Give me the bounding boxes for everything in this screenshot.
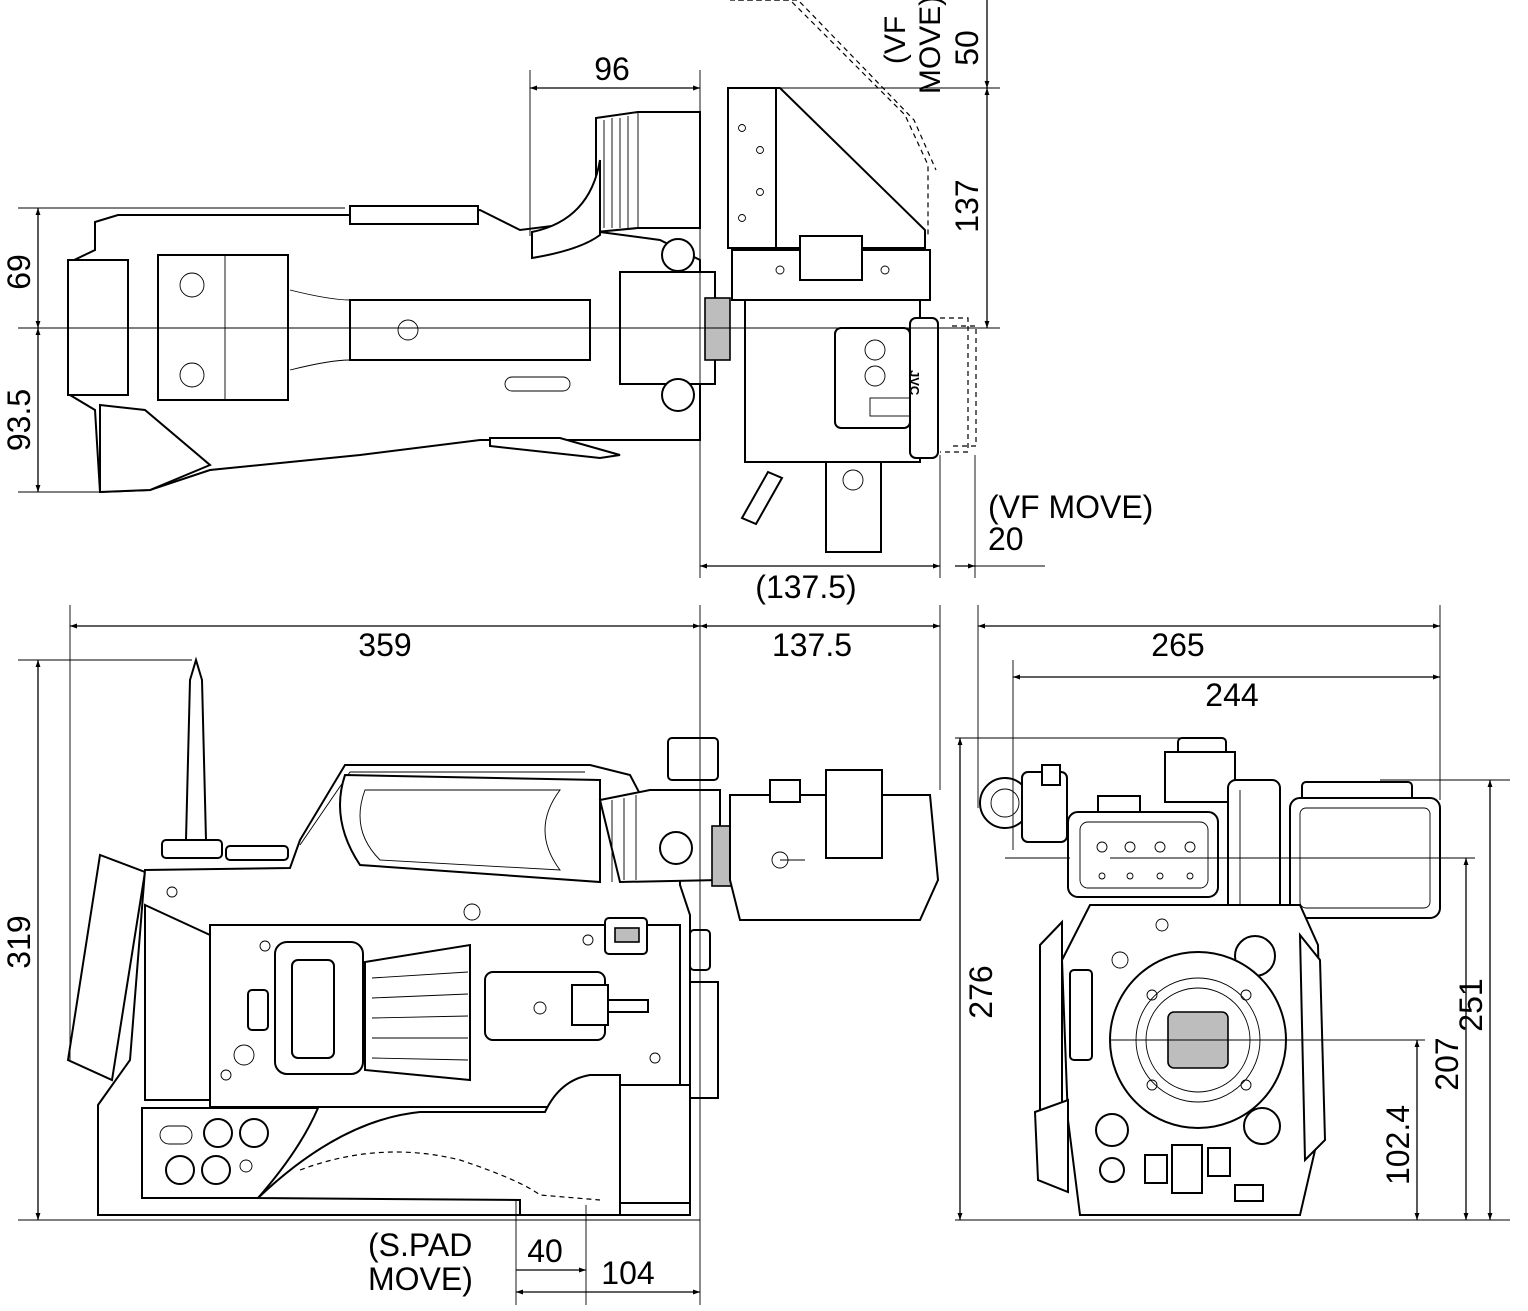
jvc-logo-top: JVC [907, 370, 922, 396]
dim-265: 265 [1151, 627, 1204, 663]
dim-50: 50 [949, 30, 985, 66]
dim-207: 207 [1429, 1037, 1465, 1090]
dim-319: 319 [1, 915, 37, 968]
spad-move-line2: MOVE) [368, 1261, 473, 1297]
dim-137: 137 [949, 179, 985, 232]
vf-move-top-line1: (VF [879, 16, 912, 64]
top-battery [67, 259, 129, 396]
dim-359: 359 [358, 627, 411, 663]
side-eyecup [598, 789, 721, 884]
top-vf-mount [825, 461, 882, 553]
front-connector-block [1067, 811, 1219, 898]
vf-move-right-label: (VF MOVE) [988, 489, 1153, 525]
top-focus-ring [704, 297, 731, 361]
dim-40: 40 [527, 1233, 563, 1269]
dim-20: 20 [988, 521, 1024, 557]
front-view: 265 244 276 251 207 102.4 [955, 605, 1510, 1221]
antenna [184, 656, 208, 841]
dim-137-5-paren: (137.5) [755, 569, 856, 605]
vf-move-top-line2: MOVE) [914, 0, 947, 94]
top-vents [349, 205, 479, 225]
dim-244: 244 [1205, 677, 1258, 713]
top-shoe-plate [349, 299, 591, 361]
dim-93-5: 93.5 [1, 389, 37, 451]
dim-137-5: 137.5 [772, 627, 852, 663]
dim-251: 251 [1453, 978, 1489, 1031]
dim-104: 104 [601, 1255, 654, 1291]
dim-69: 69 [1, 254, 37, 290]
side-shoulder-pad [255, 1074, 621, 1216]
side-vents [364, 943, 471, 1082]
spad-move-line1: (S.PAD [368, 1227, 472, 1263]
dim-102-4: 102.4 [1380, 1105, 1416, 1185]
side-view: 359 137.5 319 40 104 (S.PAD MOVE) [1, 605, 941, 1305]
top-view: JVC 96 69 93.5 50 137 (VF MOVE) (137.5) [1, 0, 1153, 605]
vf-move-outline-right [940, 317, 969, 453]
spad-move-outline [299, 1151, 601, 1201]
vf-move-outline-top [730, 0, 929, 235]
side-handle [339, 773, 601, 884]
top-handle-block [157, 254, 289, 401]
dim-276: 276 [963, 965, 999, 1018]
dim-96: 96 [594, 51, 630, 87]
